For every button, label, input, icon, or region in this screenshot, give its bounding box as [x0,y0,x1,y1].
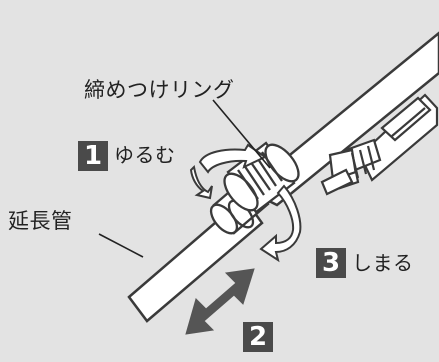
handle-attachment [320,93,439,196]
step-1-label: ゆるむ [114,143,176,167]
step-1-badge: 1 [78,141,108,171]
step-3-badge: 3 [316,248,346,278]
loosen-arrow [189,143,267,200]
tighten-arrow [259,184,302,263]
tube-label: 延長管 [8,209,73,233]
step-2-badge: 2 [243,322,273,352]
slide-arrow [185,268,255,335]
ring-label: 締めつけリング [84,78,235,102]
step-3-label: しまる [352,251,414,275]
leader-lines [98,99,271,258]
